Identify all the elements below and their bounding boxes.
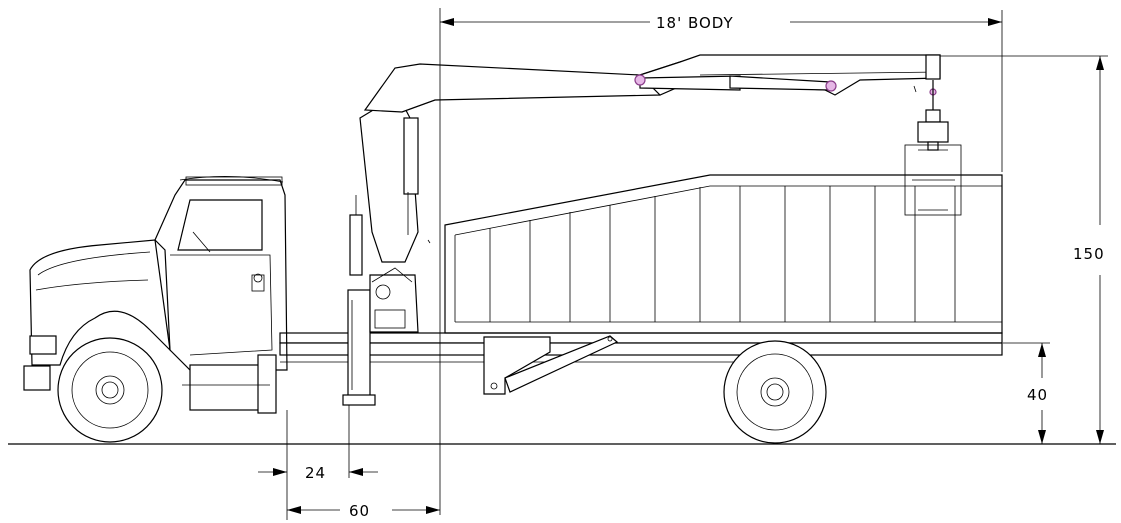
boom-pivot: [634, 74, 646, 86]
dim-body-length: 18' BODY: [439, 8, 1003, 515]
crane: [342, 54, 962, 406]
front-wheel: [57, 337, 163, 443]
dim-label-overall-height: 150: [1073, 245, 1105, 263]
grapple: [904, 144, 962, 216]
dim-cab-to-body: 60: [287, 502, 440, 520]
truck-frame: [279, 332, 1003, 363]
outrigger-leg: [347, 289, 371, 401]
body-stabilizer: [483, 335, 619, 395]
cargo-body: [444, 174, 1003, 334]
rear-wheel: [723, 340, 827, 444]
dim-outrigger-offset: 24: [258, 405, 378, 520]
dim-frame-height: 40: [1003, 342, 1050, 444]
dim-label-outrigger-offset: 24: [305, 464, 326, 482]
cylinder-pivot: [825, 80, 837, 92]
dim-label-cab-to-body: 60: [349, 502, 370, 520]
dim-overall-height: 150: [940, 55, 1108, 445]
truck-cab: [23, 176, 288, 414]
dim-label-frame-height: 40: [1027, 386, 1048, 404]
dim-label-body-length: 18' BODY: [656, 14, 734, 32]
